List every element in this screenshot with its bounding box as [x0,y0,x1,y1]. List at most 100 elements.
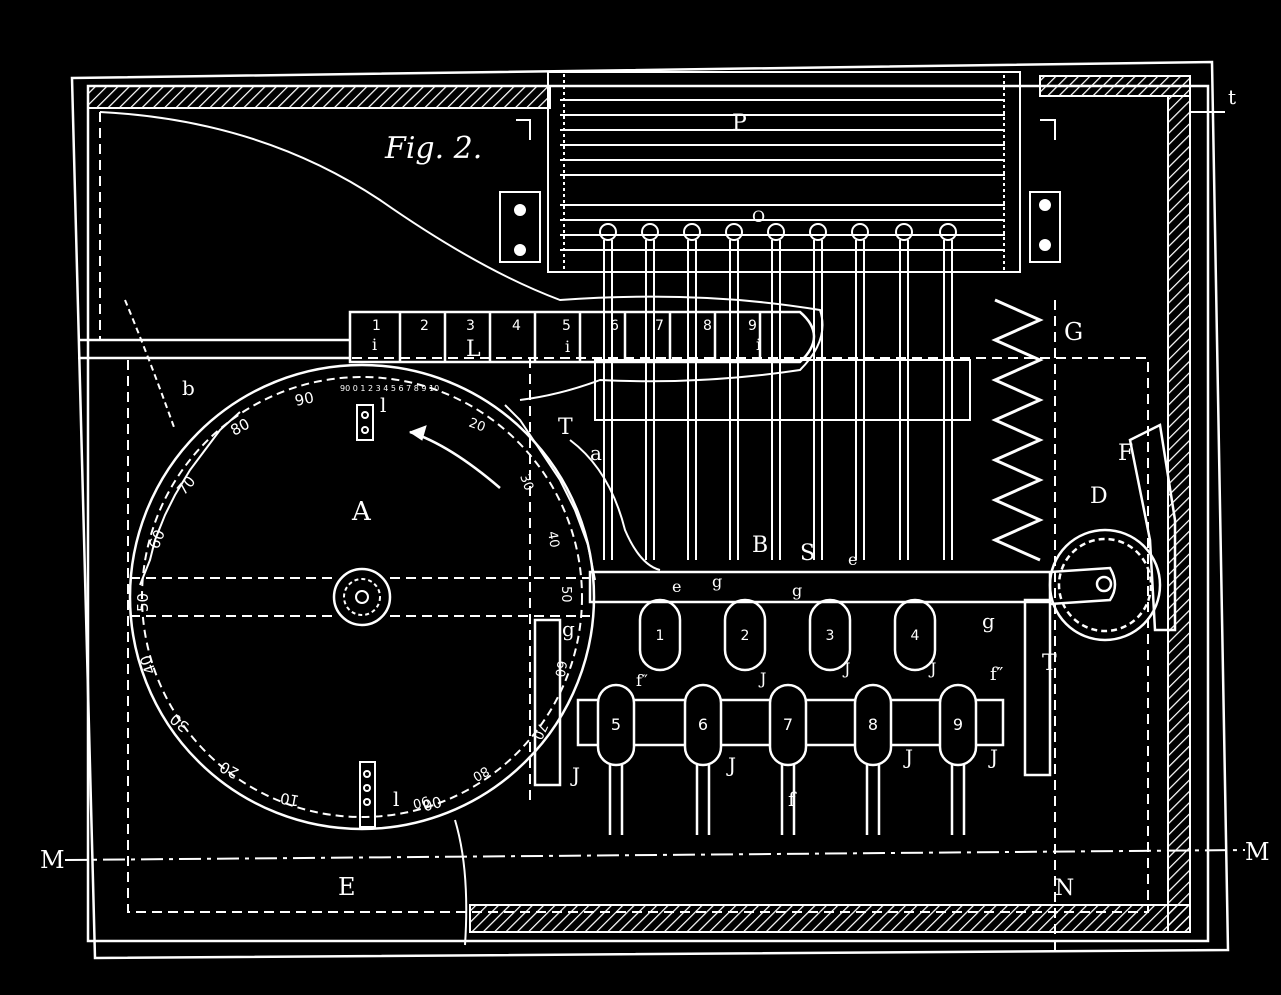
key-label: 9 [953,715,963,734]
dial-number: 30 [166,710,192,736]
dial-number: 00 [421,792,444,814]
dial-number: 20 [467,416,488,436]
dial-number: 40 [544,530,562,549]
paper-roll-p [499,71,1061,273]
label-t: T [558,415,573,440]
keys-upper [638,598,937,672]
dial-number: 80 [227,415,252,440]
label-b: B [752,533,768,558]
dial-number: 50 [134,593,152,612]
label-f: F [1118,441,1133,466]
label-j2: J [726,753,736,777]
dial-number: 70 [173,472,199,498]
dial-number: 80 [470,763,492,784]
dial-number: 90 [293,388,315,410]
key-labels-lower: 5 6 7 8 9 [611,715,963,734]
reference-letters: P O G L A B S T T D F E N M M t b a l l … [40,85,1270,901]
paper-strip [99,111,824,401]
bottom-leader [454,819,468,946]
key-label: 7 [783,715,793,734]
label-g: G [1064,318,1083,346]
key-labels-upper: 1 2 3 4 [656,628,920,644]
label-j1: J [570,763,580,787]
horizontal-shaft [78,338,350,360]
label-f3: f″ [990,664,1004,685]
dial-wheel-a [128,363,596,831]
register-digit: 3 [466,318,475,334]
label-m-left: M [40,846,65,874]
register-digit: 6 [610,318,619,334]
dial-number: 20 [217,758,242,783]
label-g2: g [792,581,802,600]
register-digit: 5 [562,318,571,334]
key-label: 4 [911,628,920,644]
dial-number: 10 [279,789,301,810]
cord-b [124,299,176,431]
dial-inner-scale: 20 30 40 50 60 70 80 90 [411,416,573,811]
label-t2: T [1042,651,1057,676]
label-t-small: t [1228,85,1236,109]
label-j4: J [988,745,998,769]
label-l: L [466,337,481,362]
label-p: P [732,111,747,136]
register-digit: 2 [420,318,429,334]
label-j6: J [928,659,936,678]
label-f2: f [788,787,797,811]
type-bar-levers [594,223,971,560]
register-digit: 4 [512,318,521,334]
keys-lower [533,598,1052,835]
dial-top-digits: 90 0 1 2 3 4 5 6 7 8 9 10 [340,384,439,393]
label-j7: J [842,659,850,678]
label-g1: g [562,617,575,641]
dashed-interior [99,112,1149,950]
label-e2: e [848,550,857,569]
key-label: 8 [868,715,878,734]
label-i3: i [756,335,761,354]
label-g4: g [712,572,722,591]
label-l-bottom: l [393,787,399,811]
gear-d [1048,423,1177,642]
label-n: N [1055,876,1074,901]
key-label: 2 [741,628,750,644]
register-digit: 8 [703,318,712,334]
label-g3: g [982,609,995,633]
key-label: 1 [656,628,665,644]
register-slide-l [348,310,816,364]
hatched-walls [87,75,1191,933]
label-j5: J [758,669,766,688]
label-a-small: a [590,441,602,465]
dial-number: 90 [411,792,431,811]
label-e: E [338,873,356,901]
dial-pointers [356,404,376,828]
register-digits: 1 2 3 4 5 6 7 8 9 [372,318,757,334]
label-m-right: M [1245,838,1270,866]
label-i1: i [372,335,377,354]
register-digit: 1 [372,318,381,334]
key-label: 5 [611,715,621,734]
cord-a [569,439,661,571]
label-e1: e [672,577,681,596]
key-label: 3 [826,628,835,644]
label-j3: J [903,745,913,769]
label-s: S [800,541,815,566]
label-i2: i [565,337,570,356]
register-digit: 7 [655,318,664,334]
label-a: A [351,497,372,527]
beam-b [588,566,1117,606]
dial-number: 40 [136,653,159,677]
dial-number: 30 [516,472,536,493]
label-o: O [752,207,765,226]
register-digit: 9 [748,318,757,334]
label-l-top: l [380,393,386,417]
spring-g [991,298,1044,562]
dial-number: 60 [145,527,169,551]
section-line-m [64,849,1246,861]
label-d: D [1090,484,1108,509]
label-f1: f″ [636,671,648,690]
dial-number: 50 [558,586,573,603]
case-frame [70,60,1230,960]
figure-caption: Fig. 2. [384,131,482,166]
label-b-small: b [182,376,195,400]
key-label: 6 [698,715,708,734]
